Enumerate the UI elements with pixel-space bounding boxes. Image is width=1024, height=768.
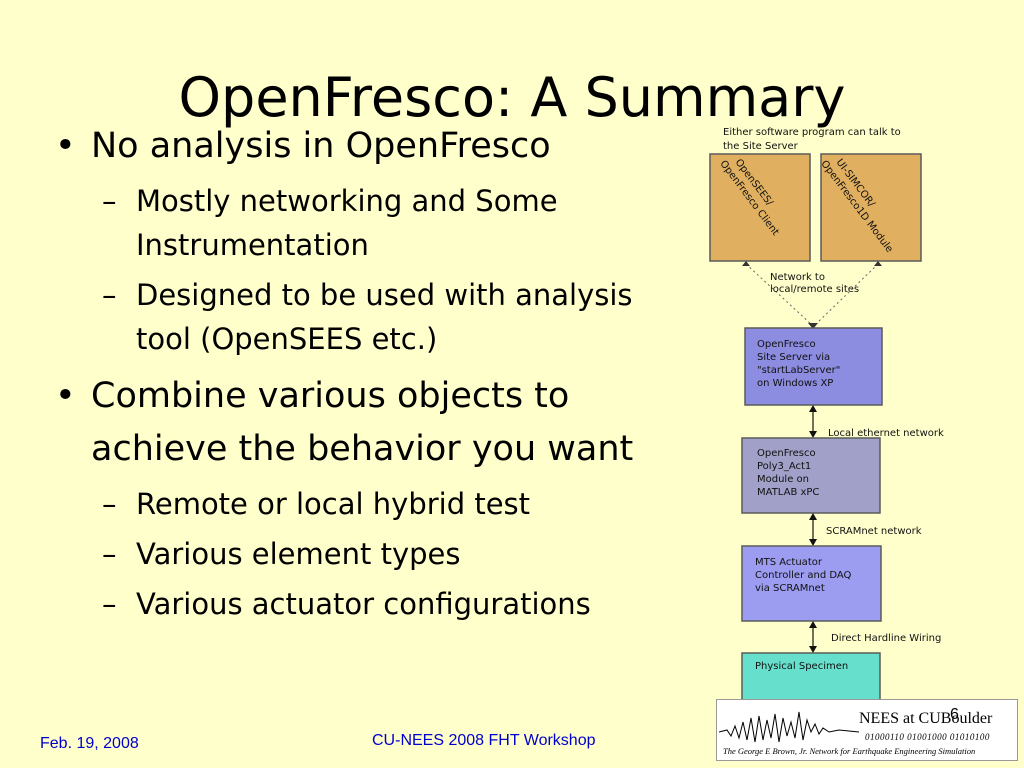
diagram-caption-line1: Either software program can talk to: [723, 127, 901, 138]
arrow-down-icon: [809, 646, 817, 653]
ethernet-label: Local ethernet network: [828, 428, 944, 439]
footer-date: Feb. 19, 2008: [40, 735, 139, 752]
network-label-line2: local/remote sites: [770, 284, 859, 295]
scramnet-label: SCRAMnet network: [826, 526, 922, 537]
mts-line2: Controller and DAQ: [755, 570, 852, 581]
bullet-dot-icon: •: [55, 126, 76, 166]
slide-title: OpenFresco: A Summary: [178, 66, 846, 129]
site-server-line3: "startLabServer": [757, 365, 840, 376]
mts-line3: via SCRAMnet: [755, 583, 825, 594]
dash-icon: –: [102, 278, 117, 312]
site-server-line4: on Windows XP: [757, 378, 833, 389]
arrow-down-icon: [809, 431, 817, 438]
poly-module-line1: OpenFresco: [757, 448, 816, 459]
sub-bullet-item: –Remote or local hybrid test: [55, 482, 695, 526]
sub-bullet-item: –Designed to be used with analysis tool …: [55, 273, 695, 361]
specimen-label: Physical Specimen: [755, 661, 848, 672]
footer-workshop: CU-NEES 2008 FHT Workshop: [372, 732, 596, 749]
sub-bullet-item: –Various actuator configurations: [55, 582, 695, 626]
diagram-caption-line2: the Site Server: [723, 141, 799, 152]
logo-org: The George E Brown, Jr. Network for Eart…: [723, 746, 976, 756]
poly-module-line3: Module on: [757, 474, 809, 485]
dash-icon: –: [102, 184, 117, 218]
sub-bullet-item: –Various element types: [55, 532, 695, 576]
poly-module-box: [741, 437, 881, 514]
arrow-up-icon: [809, 621, 817, 628]
bullet-item: •Combine various objects to achieve the …: [55, 370, 695, 476]
client-box-opensees: [709, 153, 811, 262]
dash-icon: –: [102, 537, 117, 571]
sub-bullet-item: –Mostly networking and Some Instrumentat…: [55, 179, 695, 267]
arrow-up-icon: [874, 261, 882, 266]
site-server-box: [744, 327, 883, 406]
mts-line1: MTS Actuator: [755, 557, 823, 568]
logo-binary: 01000110 01001000 01010100: [865, 732, 990, 742]
bullet-dot-icon: •: [55, 376, 76, 416]
arrow-up-icon: [742, 261, 750, 266]
nees-logo: NEES at CUBoulder 01000110 01001000 0101…: [716, 699, 1018, 761]
bullet-list: •No analysis in OpenFresco –Mostly netwo…: [55, 120, 695, 626]
hardline-label: Direct Hardline Wiring: [831, 633, 941, 644]
dash-icon: –: [102, 587, 117, 621]
mts-box: [741, 545, 882, 622]
logo-name: NEES at CUBoulder: [859, 710, 993, 727]
arrow-down-icon: [808, 323, 818, 329]
poly-module-line2: Poly3_Act1: [757, 461, 811, 472]
arrow-up-icon: [809, 405, 817, 412]
client-box-uisimcor: [820, 153, 922, 262]
site-server-line1: OpenFresco: [757, 339, 816, 350]
bullet-item: •No analysis in OpenFresco: [55, 120, 695, 173]
arrow-down-icon: [809, 539, 817, 546]
arrow-up-icon: [809, 513, 817, 520]
seismogram-icon: [719, 711, 859, 743]
network-label-line1: Network to: [770, 272, 825, 283]
dash-icon: –: [102, 487, 117, 521]
page-number: 6: [950, 706, 959, 723]
poly-module-line4: MATLAB xPC: [757, 487, 819, 498]
site-server-line2: Site Server via: [757, 352, 830, 363]
